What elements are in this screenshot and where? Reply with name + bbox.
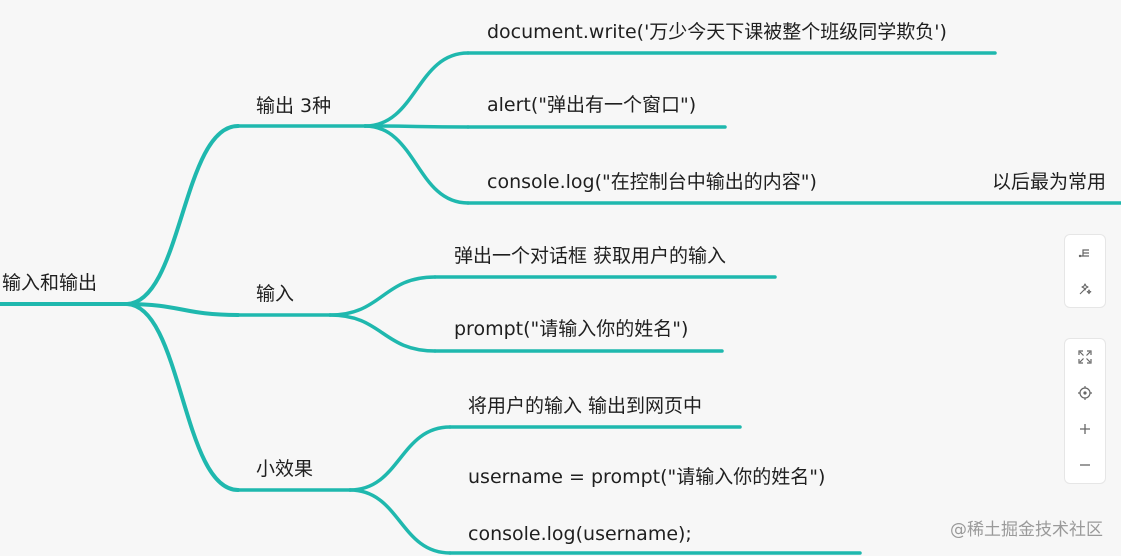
edge-output-alert xyxy=(363,124,470,129)
locate-center-icon xyxy=(1078,386,1092,400)
magic-style-button[interactable] xyxy=(1065,271,1105,307)
edge-root-small-effect xyxy=(124,302,240,492)
leaf-node-output-to-page[interactable]: 将用户的输入 输出到网页中 xyxy=(468,395,703,417)
edge-effect-console-log xyxy=(348,488,452,555)
leaf-note-most-common[interactable]: 以后最为常用 xyxy=(992,171,1107,193)
edge-input-dialog xyxy=(328,275,437,317)
locate-center-button[interactable] xyxy=(1065,375,1105,411)
fit-screen-icon xyxy=(1078,350,1092,364)
branch-node-small-effect[interactable]: 小效果 xyxy=(256,458,314,480)
leaf-node-console-log-username[interactable]: console.log(username); xyxy=(468,523,692,545)
branch-node-input[interactable]: 输入 xyxy=(256,283,295,305)
leaf-node-username-prompt[interactable]: username = prompt("请输入你的姓名") xyxy=(468,466,826,488)
branch-node-output[interactable]: 输出 3种 xyxy=(256,95,332,117)
edge-effect-output-to-page xyxy=(348,425,452,492)
outline-layout-button[interactable] xyxy=(1065,235,1105,271)
fit-screen-button[interactable] xyxy=(1065,339,1105,375)
zoom-in-button[interactable] xyxy=(1065,411,1105,447)
edge-root-output xyxy=(124,124,240,306)
edge-input-prompt xyxy=(328,313,437,353)
leaf-node-document-write[interactable]: document.write('万少今天下课被整个班级同学欺负') xyxy=(487,21,947,43)
toolbar-bottom-group xyxy=(1064,338,1106,484)
zoom-out-icon xyxy=(1080,464,1090,466)
edge-root-input xyxy=(124,302,240,317)
edge-output-console-log xyxy=(363,124,470,205)
zoom-out-button[interactable] xyxy=(1065,447,1105,483)
leaf-node-prompt[interactable]: prompt("请输入你的姓名") xyxy=(454,318,689,340)
root-node[interactable]: 输入和输出 xyxy=(2,272,98,294)
magic-style-icon xyxy=(1079,283,1092,295)
watermark: @稀土掘金技术社区 xyxy=(950,520,1103,540)
edge-output-document-write xyxy=(363,51,470,128)
toolbar-top-group xyxy=(1064,234,1106,308)
leaf-node-console-log[interactable]: console.log("在控制台中输出的内容") xyxy=(487,171,817,193)
zoom-in-icon xyxy=(1080,424,1090,434)
outline-layout-icon xyxy=(1078,249,1089,258)
leaf-node-dialog-desc[interactable]: 弹出一个对话框 获取用户的输入 xyxy=(454,245,727,267)
leaf-node-alert[interactable]: alert("弹出有一个窗口") xyxy=(487,94,697,116)
